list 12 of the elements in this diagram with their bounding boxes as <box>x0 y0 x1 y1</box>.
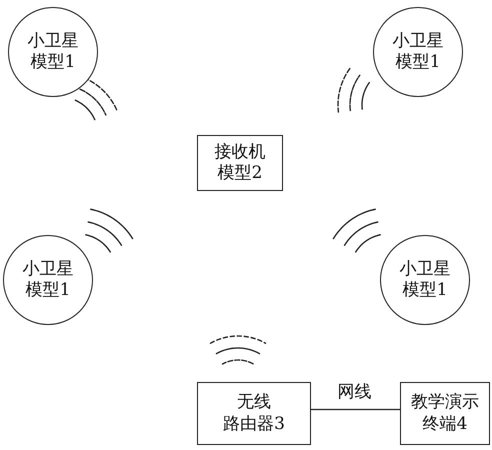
device-box <box>400 382 490 445</box>
node-label: 无线路由器3 <box>223 392 285 435</box>
node-label: 小卫星模型1 <box>400 258 450 302</box>
node-label: 接收机模型2 <box>214 142 266 184</box>
cable-line <box>311 408 400 410</box>
node-label: 小卫星模型1 <box>28 30 78 74</box>
node-label: 小卫星模型1 <box>22 258 74 302</box>
node-label: 小卫星模型1 <box>392 30 444 74</box>
device-box <box>197 135 283 191</box>
device-box <box>197 382 311 445</box>
edge-label: 网线 <box>338 380 372 402</box>
node-label: 教学演示终端4 <box>411 392 479 435</box>
